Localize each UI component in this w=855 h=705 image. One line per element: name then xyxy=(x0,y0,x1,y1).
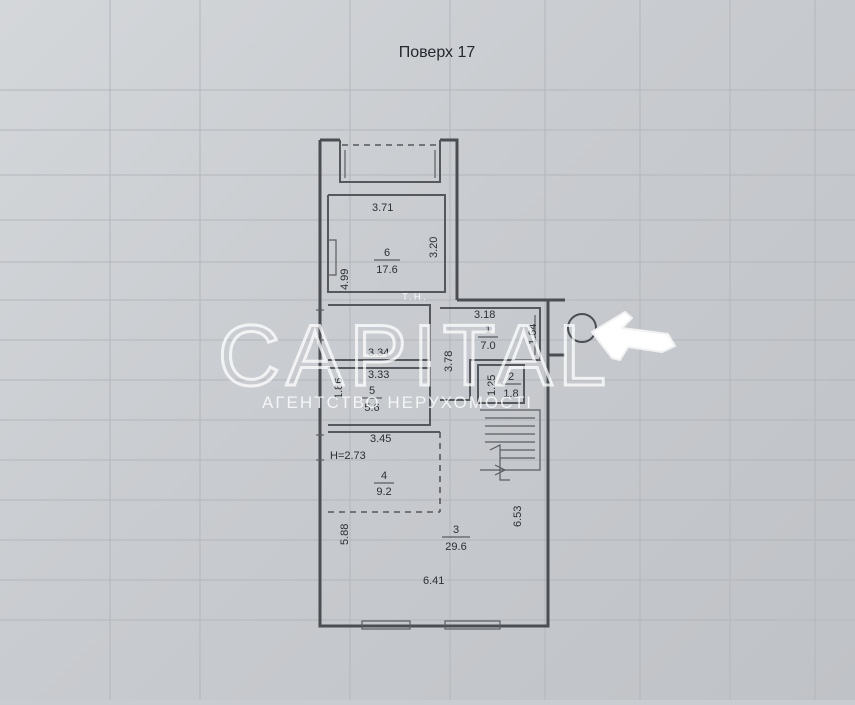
dimension-labels: 3.71 4.99 3.20 3.18 1.64 3.78 3.34 3.33 … xyxy=(330,202,539,587)
room-4-number: 4 xyxy=(381,470,387,482)
room-2-area: 1.8 xyxy=(503,388,518,400)
room-1-number: 1 xyxy=(485,324,491,336)
room-2-outline xyxy=(477,364,525,404)
arrow-pointer-icon xyxy=(591,311,676,361)
room-6-outline xyxy=(327,194,446,293)
dim-3-20: 3.20 xyxy=(428,237,440,258)
dim-3-34: 3.34 xyxy=(368,347,389,359)
dim-3-71: 3.71 xyxy=(372,202,393,214)
dim-6-41: 6.41 xyxy=(423,575,444,587)
room-2-number: 2 xyxy=(508,371,514,383)
room-4-area: 9.2 xyxy=(376,486,391,498)
watermark-brand: CAPITAL xyxy=(218,308,612,404)
annotation-arrow xyxy=(591,311,676,361)
dim-3-18: 3.18 xyxy=(474,309,495,321)
dim-5-88: 5.88 xyxy=(339,524,351,545)
dim-3-78: 3.78 xyxy=(443,351,455,372)
room-5-outline xyxy=(316,304,431,426)
riser-circle xyxy=(567,313,597,343)
watermark-prefix: Т.Н. xyxy=(402,292,428,303)
bottom-windows xyxy=(361,620,501,630)
room-labels: 6 17.6 1 7.0 2 1.8 5 5.6 4 9.2 3 29.6 xyxy=(362,247,521,553)
dim-1-86: 1.86 xyxy=(333,378,345,399)
room-3-number: 3 xyxy=(453,524,459,536)
room-1-outline xyxy=(440,307,541,401)
dim-1-64: 1.64 xyxy=(527,324,539,345)
room-6-number: 6 xyxy=(384,247,390,259)
room-5-area: 5.6 xyxy=(364,402,379,414)
room-4-outline xyxy=(316,431,441,513)
floor-title: Поверх 17 xyxy=(399,44,476,61)
dim-height-2-73: Н=2.73 xyxy=(330,450,366,462)
dim-4-99: 4.99 xyxy=(339,269,351,290)
dim-6-53: 6.53 xyxy=(512,506,524,527)
watermark-tagline: АГЕНТСТВО НЕРУХОМОСТІ xyxy=(262,393,533,412)
room-6-area: 17.6 xyxy=(376,264,397,276)
outer-walls xyxy=(318,190,565,628)
dim-3-33: 3.33 xyxy=(368,369,389,381)
capital-watermark: Т.Н. CAPITAL АГЕНТСТВО НЕРУХОМОСТІ xyxy=(217,292,612,412)
room-3-area: 29.6 xyxy=(445,541,466,553)
dim-1-25: 1.25 xyxy=(486,375,498,396)
dim-3-45: 3.45 xyxy=(370,433,391,445)
room-5-number: 5 xyxy=(369,385,375,397)
staircase xyxy=(480,409,541,481)
room-1-area: 7.0 xyxy=(480,340,495,352)
